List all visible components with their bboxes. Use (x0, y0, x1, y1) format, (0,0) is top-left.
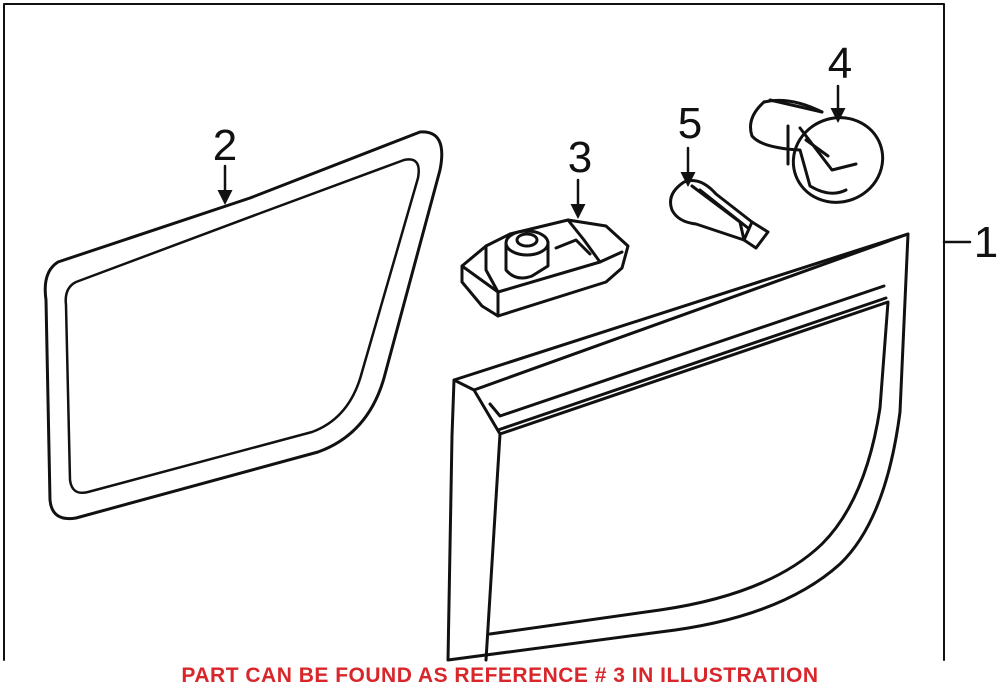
part-4-bulb (749, 98, 885, 204)
callout-1: 1 (974, 218, 998, 267)
diagram-frame (3, 3, 945, 661)
callout-2: 2 (213, 121, 237, 170)
callout-5: 5 (678, 99, 702, 148)
footer-note: PART CAN BE FOUND AS REFERENCE # 3 IN IL… (181, 664, 819, 687)
part-5-wedge-bulb (669, 179, 770, 250)
part-3-socket (460, 218, 630, 318)
callout-3: 3 (568, 133, 592, 182)
callout-4: 4 (828, 39, 852, 88)
part-1-lamp-housing (446, 232, 910, 662)
part-2-gasket (43, 130, 444, 521)
